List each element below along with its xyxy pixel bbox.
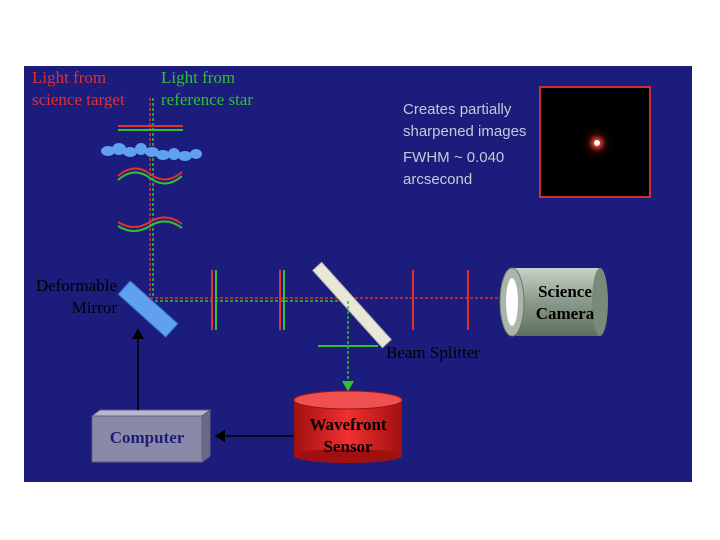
science-camera (499, 267, 608, 337)
camera-lens (506, 278, 518, 326)
sharpened-images-note: Creates partially sharpened images (403, 101, 527, 140)
distorted-wavefront-1 (117, 167, 183, 185)
science-light-label: Light from science target (32, 68, 125, 109)
corrected-wavefront-1 (211, 270, 217, 330)
beam-splitter (312, 261, 392, 349)
flat-wavefront (118, 125, 183, 131)
deformable-mirror-label: Deformable Mirror (35, 276, 117, 317)
reference-light-label: Light from reference star (161, 68, 254, 109)
computer-label: Computer (109, 428, 185, 447)
sharpened-star-image (539, 86, 651, 198)
fwhm-note: FWHM ~ 0.040 arcsecond (403, 149, 505, 188)
deformable-mirror (117, 280, 179, 338)
star-point (594, 140, 600, 146)
beam-splitter-label: Beam Splitter (386, 343, 480, 362)
wavefront-sensor-label: Wavefront Sensor (309, 415, 387, 456)
distorted-wavefront-2 (117, 216, 183, 232)
corrected-wavefront-2 (279, 270, 285, 330)
science-camera-label: Science Camera (535, 282, 595, 323)
corrected-beam (150, 297, 505, 302)
atmosphere-turbulence (101, 143, 202, 161)
wavefront-sensor (293, 390, 403, 463)
computer (90, 409, 212, 463)
